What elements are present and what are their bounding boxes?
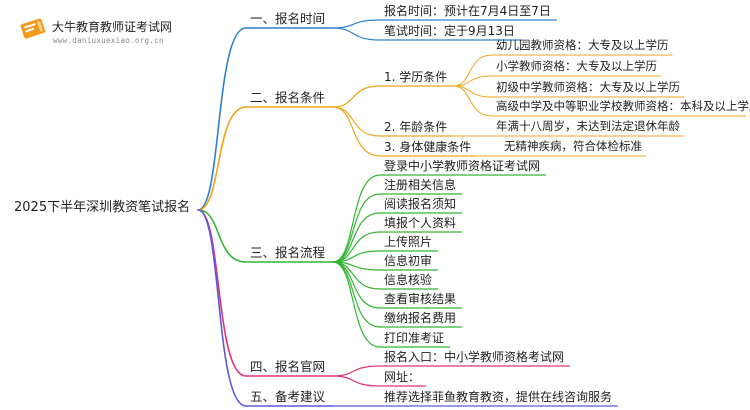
branch-process: 三、报名流程 [250,245,326,260]
condition-age: 2. 年龄条件 [384,120,448,134]
root-connector [197,106,247,211]
condition-health: 3. 身体健康条件 [384,140,472,154]
item-connector [332,375,381,387]
item-connector [332,27,381,41]
branch-website: 四、报名官网 [250,359,326,374]
age-detail: 年满十八周岁，未达到法定退休年龄 [496,119,680,133]
root-connector [197,27,247,211]
brand-name: 大牛教育教师证考试网 [52,20,173,34]
item-connector [332,261,381,328]
process-step: 信息核验 [384,273,433,287]
item-connector [332,212,381,263]
root-node: 2025下半年深圳教资笔试报名 [14,200,191,215]
health-detail: 无精神疾病，符合体检标准 [504,139,642,153]
item-connector [332,19,381,29]
education-kindergarten: 幼儿园教师资格：大专及以上学历 [496,38,669,52]
branch-time: 一、报名时间 [250,11,326,26]
education-primary: 小学教师资格：大专及以上学历 [496,59,657,73]
item-connector [332,106,381,157]
advice-detail: 推荐选择菲鱼教育教资，提供在线咨询服务 [384,390,613,404]
website-entry: 报名入口：中小学教师资格考试网 [384,350,565,364]
process-step: 上传照片 [384,235,433,249]
process-step: 信息初审 [384,254,433,268]
item-connector [332,174,381,263]
root-connector [197,209,247,377]
item-connector [332,106,381,137]
process-step: 打印准考证 [384,331,445,345]
brand-logo-icon [16,16,50,46]
process-step: 填报个人资料 [384,216,457,230]
detail-connector [452,54,493,87]
process-step: 查看审核结果 [384,292,457,306]
education-junior-middle: 初级中学教师资格：大专及以上学历 [496,80,680,94]
process-step: 缴纳报名费用 [384,311,457,325]
brand-domain: www.daniuxuexiao.org.cn [53,36,164,45]
root-connector [197,209,247,263]
root-connector [197,209,247,407]
branch-conditions: 二、报名条件 [250,90,326,105]
item-connector [332,365,381,377]
item-connector [332,231,381,263]
item-connector [332,85,381,108]
branch-advice: 五、备考建议 [250,389,326,404]
item-connector [332,261,381,348]
website-url: 网址： [384,370,421,384]
item-connector [332,193,381,263]
education-senior-vocational: 高级中学及中等职业学校教师资格：本科及以上学历 [496,99,750,113]
process-step: 登录中小学教师资格证考试网 [384,159,541,173]
time-exam: 笔试时间：定于9月13日 [384,24,515,38]
process-step: 阅读报名须知 [384,197,457,211]
detail-connector [452,85,493,117]
condition-education: 1. 学历条件 [384,70,448,84]
process-step: 注册相关信息 [384,178,457,192]
time-registration: 报名时间：预计在7月4日至7日 [384,4,551,18]
